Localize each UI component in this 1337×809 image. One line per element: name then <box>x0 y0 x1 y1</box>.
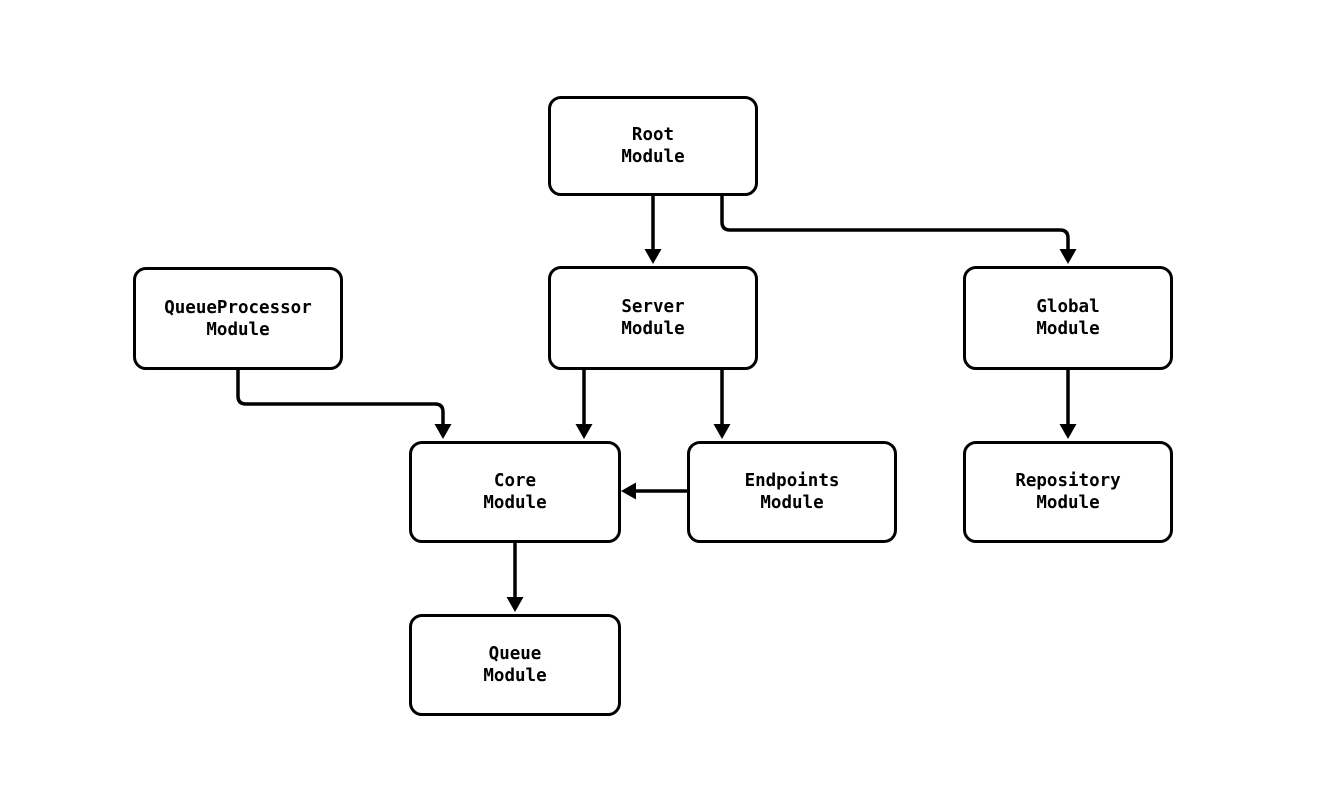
node-label-primary: Endpoints <box>744 471 840 491</box>
edge-root-to-global <box>720 196 1077 264</box>
edge-path <box>236 370 445 429</box>
arrowhead-icon <box>575 424 593 439</box>
node-label-secondary: Module <box>206 319 270 340</box>
edge-endpoints-to-core <box>621 482 687 500</box>
node-label-primary: Core <box>493 471 537 491</box>
node-label-primary: Global <box>1036 297 1100 317</box>
node-label-primary: Server <box>621 297 685 317</box>
edge-server-to-core <box>575 370 593 439</box>
arrowhead-icon <box>506 597 524 612</box>
edge-path <box>720 196 1070 254</box>
node-label-secondary: Module <box>483 666 547 686</box>
edge-core-to-queue <box>506 543 524 612</box>
node-label-primary: Root <box>631 125 675 145</box>
edge-global-to-repository <box>1059 370 1077 439</box>
node-label-secondary: Module <box>483 493 547 513</box>
node-label-secondary: Module <box>1036 493 1100 513</box>
node-label-secondary: Module <box>1036 319 1100 339</box>
arrowhead-icon <box>1059 249 1077 264</box>
arrowhead-icon <box>621 482 636 500</box>
arrowhead-icon <box>644 249 662 264</box>
node-label-primary: Repository <box>1015 471 1121 491</box>
node-label-primary: QueueProcessor <box>164 297 312 318</box>
node-label-secondary: Module <box>621 147 685 167</box>
node-label-secondary: Module <box>621 319 685 339</box>
node-label-secondary: Module <box>760 493 824 513</box>
arrowhead-icon <box>434 424 452 439</box>
edge-server-to-endpoints <box>713 370 731 439</box>
arrowhead-icon <box>1059 424 1077 439</box>
edge-queueprocessor-to-core <box>236 370 452 439</box>
node-label-primary: Queue <box>488 644 542 664</box>
arrowhead-icon <box>713 424 731 439</box>
edge-root-to-server <box>644 196 662 264</box>
